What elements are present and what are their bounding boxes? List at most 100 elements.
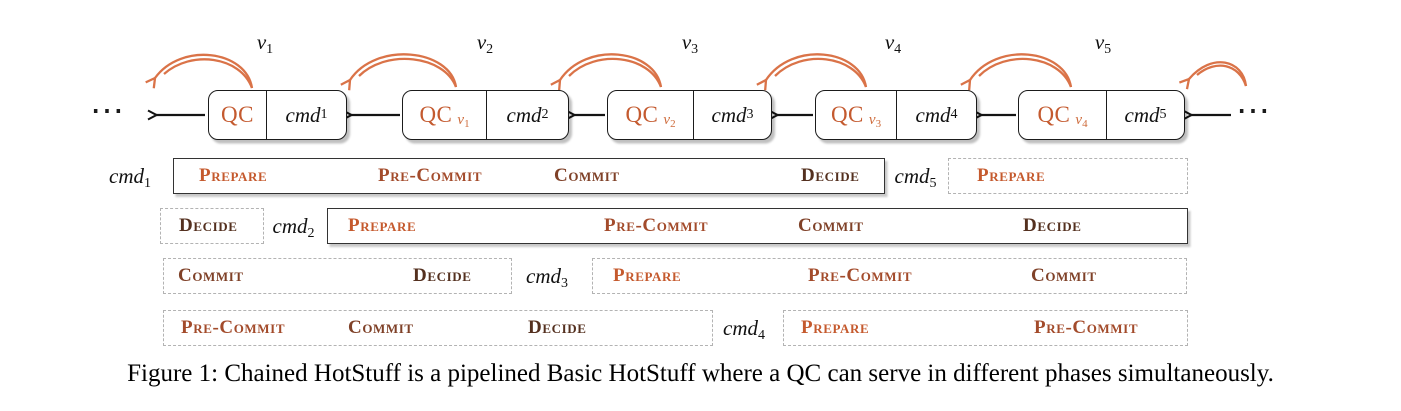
qc-sub-letter: v	[1075, 112, 1083, 128]
view-index: 5	[1104, 42, 1112, 57]
qc-pointer-arc-4-inner	[774, 57, 868, 88]
row-label-index: 1	[144, 176, 151, 191]
ellipsis-right: ⋯	[1236, 93, 1270, 130]
row-label-cmd1: cmd1	[100, 158, 160, 194]
qc-sub-index: 4	[1082, 118, 1088, 130]
qc-label: QC	[221, 102, 254, 127]
qc-pointer-arc-2-inner	[358, 57, 458, 88]
cmd-index: 3	[746, 107, 754, 122]
qc-sub-letter: v	[868, 112, 876, 128]
qc-pointer-arc-1-inner	[163, 58, 254, 89]
qc-subscript: v2	[663, 112, 675, 130]
view-letter: v	[1094, 30, 1105, 54]
phase-label-commit: Commit	[178, 265, 244, 286]
phase-label-decide: Decide	[528, 317, 587, 338]
phase-label-prepare: Prepare	[801, 317, 870, 338]
qc-subscript: v1	[457, 112, 469, 130]
chain-arrows-layer	[145, 53, 1248, 165]
phase-box-cmd2-active: Prepare Pre-Commit Commit Decide	[327, 208, 1188, 244]
figure-caption: Figure 1: Chained HotStuff is a pipeline…	[127, 360, 1274, 387]
qc-cell: QC v1	[403, 91, 486, 139]
view-index: 2	[486, 42, 494, 57]
cmd-index: 4	[950, 107, 958, 122]
phase-label-prepare: Prepare	[977, 165, 1046, 186]
row-label-cmd4: cmd4	[716, 310, 772, 346]
qc-cell: QC v3	[816, 91, 896, 139]
phase-label-decide: Decide	[801, 165, 860, 186]
qc-label: QC	[625, 102, 659, 127]
phase-box-cmd5-pending: Prepare	[948, 158, 1188, 194]
qc-cell: QC	[209, 91, 266, 139]
cmd-index: 2	[541, 107, 549, 122]
view-label-v5: v5	[1081, 30, 1125, 58]
phase-label-pre-commit: Pre-Commit	[604, 215, 709, 236]
row-label-index: 2	[307, 226, 315, 241]
row-label-cmd3: cmd3	[518, 258, 576, 294]
row-label-index: 3	[561, 276, 568, 291]
phase-label-pre-commit: Pre-Commit	[181, 317, 286, 338]
qc-subscript: v3	[869, 112, 881, 130]
cmd-label: cmd	[711, 102, 747, 127]
view-letter: v	[256, 30, 267, 54]
row-label-word: cmd	[526, 264, 561, 288]
view-index: 1	[266, 42, 274, 57]
view-label-v3: v3	[668, 30, 712, 58]
qc-subscript: v4	[1075, 112, 1087, 130]
cmd-index: 5	[1159, 107, 1167, 122]
phase-label-pre-commit: Pre-Commit	[1034, 317, 1139, 338]
qc-sub-letter: v	[663, 112, 671, 128]
view-letter: v	[476, 30, 487, 54]
cmd-label: cmd	[1124, 102, 1160, 127]
qc-pointer-arc-1	[145, 53, 254, 89]
view-letter: v	[681, 30, 692, 54]
phase-label-prepare: Prepare	[348, 215, 417, 236]
phase-box-cmd1-active: Prepare Pre-Commit Commit Decide	[173, 158, 885, 194]
cmd-label: cmd	[915, 102, 951, 127]
view-label-v1: v1	[243, 30, 287, 58]
qc-label: QC	[419, 102, 453, 127]
qc-pointer-arc-3	[550, 53, 663, 91]
view-label-v2: v2	[463, 30, 507, 58]
qc-pointer-arc-4	[756, 53, 868, 91]
phase-label-pre-commit: Pre-Commit	[378, 165, 483, 186]
row-label-word: cmd	[109, 164, 144, 188]
qc-cell: QC v2	[608, 91, 693, 139]
phase-label-commit: Commit	[348, 317, 414, 338]
view-label-v4: v4	[871, 30, 915, 58]
phase-label-prepare: Prepare	[199, 165, 268, 186]
phase-label-decide: Decide	[179, 215, 238, 236]
qc-sub-index: 1	[464, 118, 470, 130]
phase-label-commit: Commit	[798, 215, 864, 236]
phase-label-commit: Commit	[1031, 265, 1097, 286]
view-index: 3	[691, 42, 699, 57]
phase-box-cmd2-past: Decide	[160, 208, 264, 244]
qc-pointer-arc-2	[340, 53, 458, 91]
view-index: 4	[894, 42, 902, 57]
qc-sub-index: 2	[670, 118, 676, 130]
qc-pointer-arc-5-inner	[978, 57, 1073, 88]
phase-box-cmd4-pending: Prepare Pre-Commit	[783, 310, 1188, 346]
qc-pointer-arc-5	[960, 53, 1073, 91]
row-label-index: 4	[758, 328, 765, 343]
qc-pointer-arc-6	[1178, 61, 1248, 90]
phase-label-commit: Commit	[554, 165, 620, 186]
row-label-cmd2: cmd2	[266, 208, 321, 244]
qc-label: QC	[1037, 102, 1071, 127]
phase-label-prepare: Prepare	[613, 265, 682, 286]
phase-label-decide: Decide	[413, 265, 472, 286]
qc-sub-index: 3	[875, 118, 882, 130]
row-label-index: 5	[929, 176, 937, 191]
row-label-word: cmd	[723, 316, 758, 340]
cmd-label: cmd	[285, 102, 321, 127]
